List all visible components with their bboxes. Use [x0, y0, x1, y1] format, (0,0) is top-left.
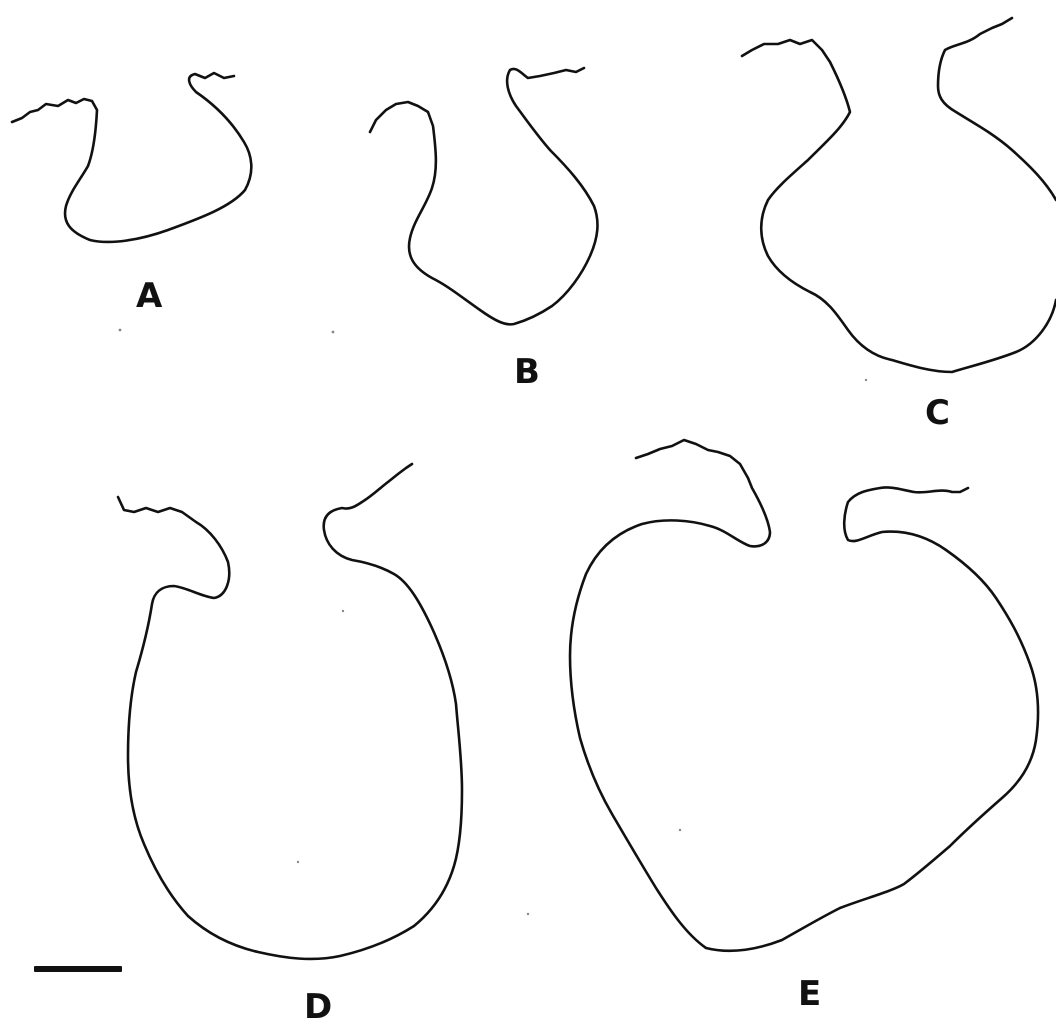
panel-c [742, 18, 1056, 372]
speck-1 [119, 329, 122, 332]
panel-b-outline [370, 68, 597, 324]
speck-7 [865, 379, 867, 381]
speck-6 [679, 829, 681, 831]
speck-3 [342, 610, 344, 612]
panel-e-outline [570, 440, 1038, 951]
panel-c-outline [742, 18, 1056, 372]
panel-d [118, 464, 462, 959]
panel-b [370, 68, 597, 324]
panel-d-outline [118, 464, 462, 959]
panel-label-b: B [514, 352, 540, 392]
panel-e [570, 440, 1038, 951]
panel-label-a: A [136, 276, 163, 316]
scale-bar [34, 966, 122, 972]
speck-4 [297, 861, 299, 863]
panel-label-e: E [798, 974, 821, 1014]
panel-label-d: D [304, 987, 332, 1025]
panel-label-c: C [925, 393, 950, 433]
speck-2 [332, 331, 335, 334]
panel-a-outline [12, 73, 251, 242]
panel-a [12, 73, 251, 242]
speck-5 [527, 913, 529, 915]
